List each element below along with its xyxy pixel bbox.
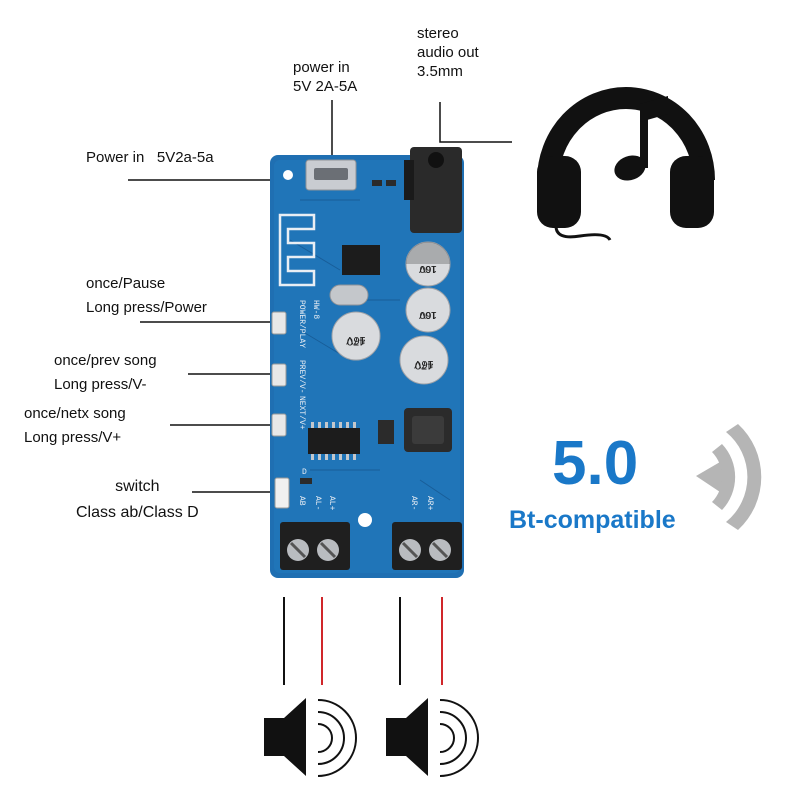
silk-power-play: POWER/PLAY bbox=[297, 300, 306, 348]
capacitor-4: 470 16V bbox=[399, 335, 449, 385]
headphones-music-icon bbox=[537, 87, 715, 241]
terminal-right bbox=[392, 522, 462, 570]
label-prev: once/prev song Long press/V- bbox=[54, 352, 157, 393]
music-note-icon bbox=[614, 96, 668, 181]
capacitor-3: 470 16V bbox=[331, 311, 381, 361]
svg-text:16V: 16V bbox=[346, 334, 366, 346]
silk-part-code: HW-8 bbox=[311, 300, 320, 319]
button-prev bbox=[271, 363, 287, 387]
bt-subtitle: Bt-compatible bbox=[509, 506, 676, 534]
svg-text:100: 100 bbox=[419, 309, 436, 320]
silk-al-plus: AL+ bbox=[327, 496, 336, 511]
speaker-wires bbox=[283, 597, 443, 685]
leader-stereo bbox=[439, 102, 512, 143]
svg-text:16V: 16V bbox=[419, 263, 437, 274]
mounting-hole bbox=[358, 513, 372, 527]
button-pause bbox=[271, 311, 287, 335]
capacitor-1: 100 16V bbox=[405, 241, 451, 287]
audio-jack bbox=[410, 147, 462, 233]
svg-text:100: 100 bbox=[419, 263, 436, 274]
svg-text:470: 470 bbox=[415, 359, 433, 371]
silk-d: D bbox=[302, 468, 307, 477]
bt-version: 5.0 bbox=[552, 429, 639, 498]
bluetooth-signal-icon bbox=[696, 424, 762, 530]
silk-al-minus: AL- bbox=[313, 496, 322, 510]
label-switch: switch Class ab/Class D bbox=[76, 478, 199, 521]
capacitor-2: 100 16V bbox=[405, 287, 451, 333]
bt-chip bbox=[342, 245, 380, 275]
svg-text:470: 470 bbox=[347, 335, 365, 347]
svg-text:16V: 16V bbox=[414, 358, 434, 370]
bt-antenna bbox=[278, 213, 316, 287]
amp-chip bbox=[308, 428, 360, 454]
silk-ab: AB bbox=[297, 496, 306, 506]
crystal bbox=[329, 284, 369, 306]
silk-ar-plus: AR+ bbox=[425, 496, 434, 511]
speaker-left-icon bbox=[264, 698, 357, 777]
label-stereo-out: stereo audio out 3.5mm bbox=[417, 25, 479, 80]
label-pause: once/Pause Long press/Power bbox=[86, 275, 207, 316]
silk-ar-minus: AR- bbox=[409, 496, 418, 510]
speaker-right-icon bbox=[386, 698, 479, 777]
silk-next: NEXT/V+ bbox=[297, 396, 306, 430]
label-power-in-left: Power in 5V2a-5a bbox=[86, 149, 214, 166]
class-switch bbox=[274, 477, 290, 509]
pcb-board: 100 16V 100 16V 470 16V 470 16V POWER/PL… bbox=[270, 147, 464, 578]
leader-lines bbox=[128, 100, 512, 493]
label-next: once/netx song Long press/V+ bbox=[24, 405, 126, 446]
svg-text:16V: 16V bbox=[419, 309, 437, 320]
label-power-in-top: power in 5V 2A-5A bbox=[293, 59, 358, 95]
terminal-left bbox=[280, 522, 350, 570]
button-next bbox=[271, 413, 287, 437]
silk-prev: PREV/V- bbox=[297, 360, 306, 394]
